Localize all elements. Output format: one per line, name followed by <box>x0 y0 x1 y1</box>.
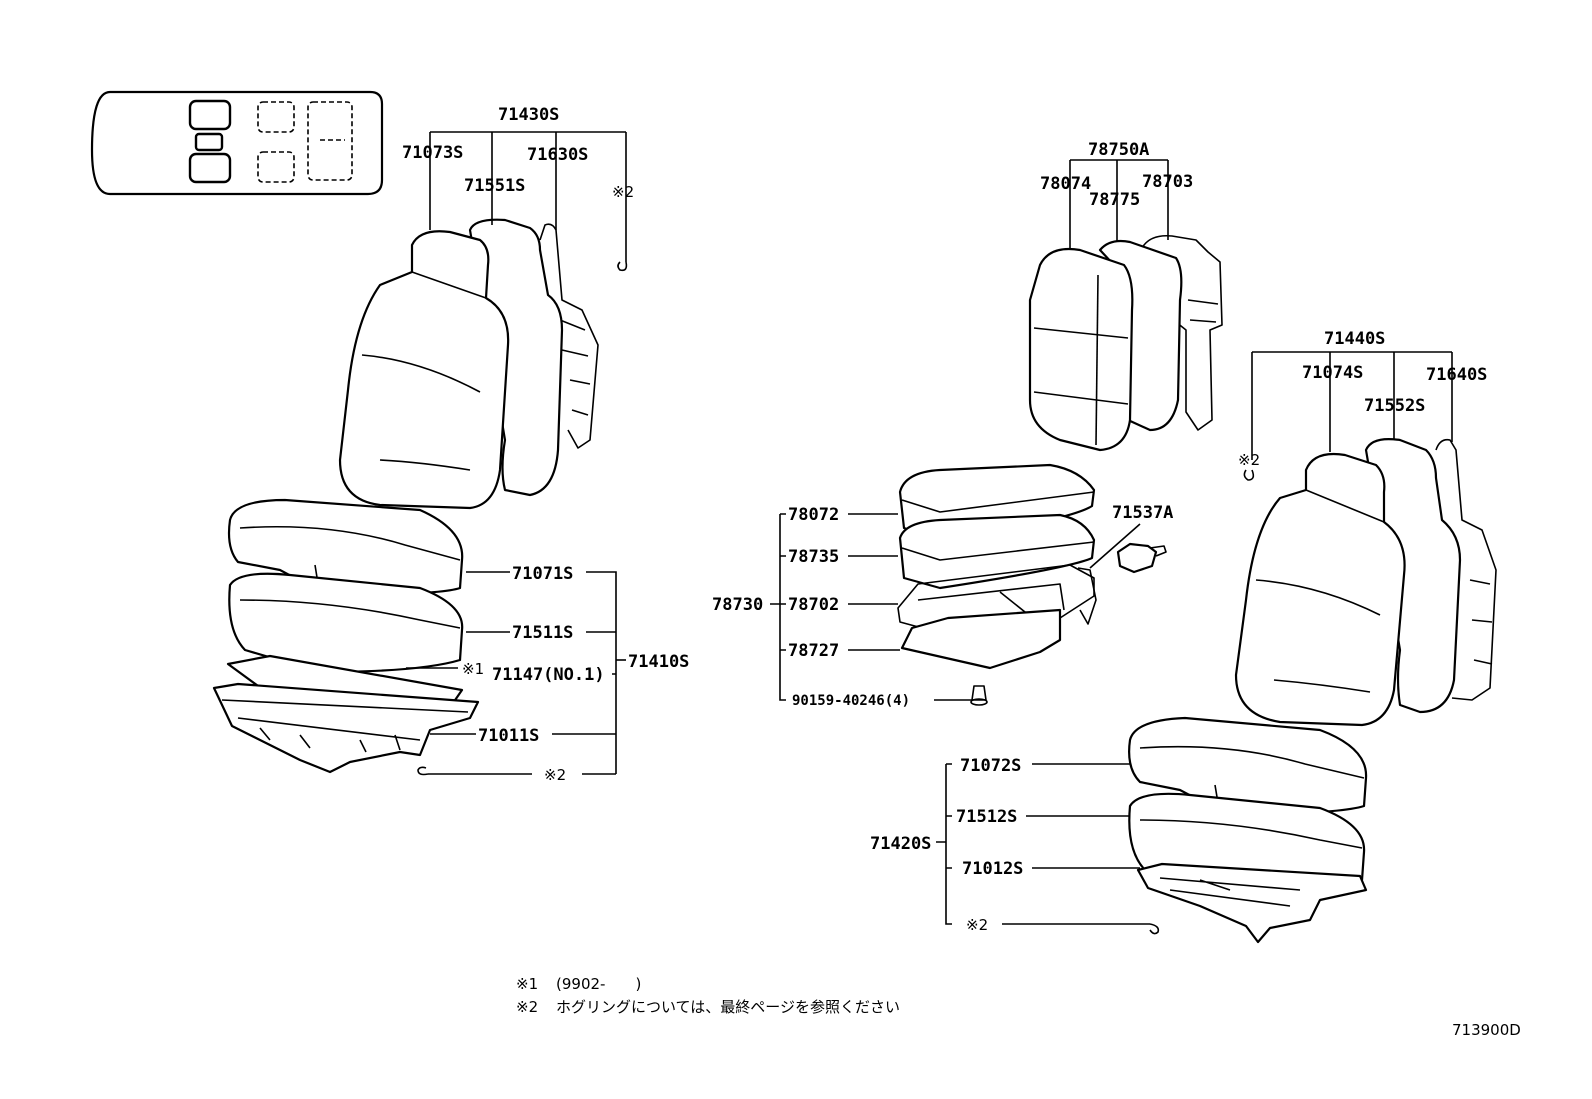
hog-ring-icon <box>1149 923 1160 935</box>
label-71012S: 71012S <box>962 859 1023 879</box>
right-seatback-frame <box>1435 438 1497 701</box>
part-labels: 71430S 71073S 71630S 71551S ※2 71071S 71… <box>402 105 1487 934</box>
right-seatback-pad <box>1364 438 1462 714</box>
label-71551S: 71551S <box>464 176 525 196</box>
left-cushion-pad <box>228 572 464 674</box>
label-71430S: 71430S <box>498 105 559 125</box>
hog-ring-icons <box>417 261 1255 935</box>
ref-mark-2-left-back: ※2 <box>612 183 634 201</box>
left-seatback-frame <box>539 223 599 449</box>
label-71147-no1: 71147(NO.1) <box>492 665 605 685</box>
label-71072S: 71072S <box>960 756 1021 776</box>
center-cushion-pad <box>898 513 1096 590</box>
label-71512S: 71512S <box>956 807 1017 827</box>
bolt-90159 <box>970 685 988 706</box>
diagram-code: 713900D <box>1452 1021 1521 1039</box>
label-90159-40246: 90159-40246(4) <box>792 693 910 709</box>
label-71074S: 71074S <box>1302 363 1363 383</box>
label-71073S: 71073S <box>402 143 463 163</box>
center-cushion-undercover <box>900 608 1062 670</box>
hog-ring-icon <box>1243 469 1255 481</box>
label-71011S: 71011S <box>478 726 539 746</box>
right-cushion-frame <box>1136 862 1368 944</box>
center-seatback-cover <box>1028 247 1134 452</box>
label-71511S: 71511S <box>512 623 573 643</box>
label-78775: 78775 <box>1089 190 1140 210</box>
footnotes: ※1 (9902- ) ※2 ホグリングについては、最終ページを参照ください <box>516 975 900 1016</box>
ref-mark-1: ※1 <box>462 660 484 678</box>
label-78735: 78735 <box>788 547 839 567</box>
label-71420S: 71420S <box>870 834 931 854</box>
label-78730: 78730 <box>712 595 763 615</box>
label-78703: 78703 <box>1142 172 1193 192</box>
label-78074: 78074 <box>1040 174 1091 194</box>
left-seatback-cover <box>338 230 510 510</box>
footnote-1-text: (9902- ) <box>556 975 641 993</box>
right-seatback-cover <box>1234 452 1406 727</box>
label-71410S: 71410S <box>628 652 689 672</box>
label-78702: 78702 <box>788 595 839 615</box>
footnote-2-mark: ※2 <box>516 998 538 1016</box>
label-71440S: 71440S <box>1324 329 1385 349</box>
label-71537A: 71537A <box>1112 503 1173 523</box>
ref-mark-2-left-cushion: ※2 <box>544 766 566 784</box>
hog-ring-icon <box>417 766 429 776</box>
leader-lines <box>406 131 1453 925</box>
label-71552S: 71552S <box>1364 396 1425 416</box>
label-78750A: 78750A <box>1088 140 1149 160</box>
ref-mark-2-right-back: ※2 <box>1238 451 1260 469</box>
footnote-2-text: ホグリングについては、最終ページを参照ください <box>556 998 900 1016</box>
ref-mark-2-right-cushion: ※2 <box>966 916 988 934</box>
label-78072: 78072 <box>788 505 839 525</box>
label-71071S: 71071S <box>512 564 573 584</box>
label-71630S: 71630S <box>527 145 588 165</box>
hog-ring-icon <box>617 261 628 272</box>
label-71640S: 71640S <box>1426 365 1487 385</box>
left-cushion-frame <box>212 682 480 774</box>
right-cushion-cover <box>1128 716 1368 817</box>
vehicle-seat-layout-thumbnail <box>90 90 384 196</box>
left-seatback-pad <box>468 218 564 497</box>
footnote-1-mark: ※1 <box>516 975 538 993</box>
center-seatback-pad <box>1098 239 1183 432</box>
label-78727: 78727 <box>788 641 839 661</box>
lock-71537A <box>1116 542 1167 574</box>
